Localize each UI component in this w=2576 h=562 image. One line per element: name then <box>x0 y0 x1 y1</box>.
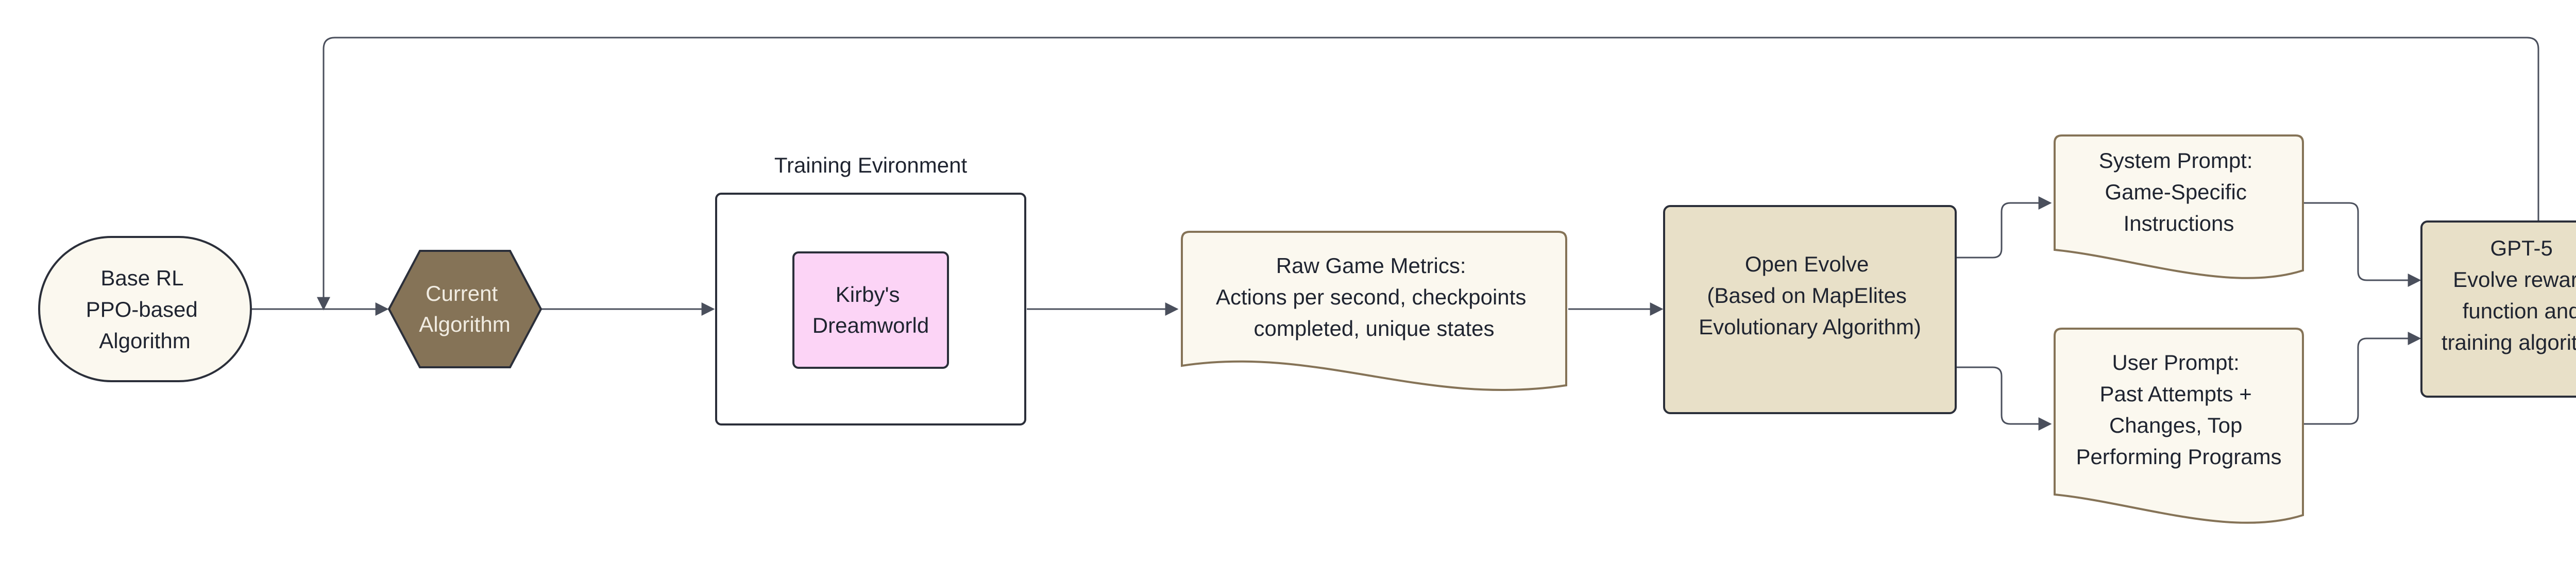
svg-text:User Prompt: Past Attemp: User Prompt: Past Attempts + Changes, To… <box>2076 350 2281 469</box>
svg-text:System Prompt: Game-Spec: System Prompt: Game-Specific Instruction… <box>2099 148 2259 235</box>
node-current-algorithm: Current Algorithm <box>387 250 543 368</box>
connectors <box>251 37 2539 431</box>
feedback-loop-arrow <box>317 37 2539 311</box>
kirby-dreamworld-box <box>792 251 949 369</box>
node-user-prompt: User Prompt: Past Attempts + Changes, To… <box>2054 328 2304 524</box>
node-gpt5: GPT-5 Evolve reward function and trainin… <box>2420 220 2576 398</box>
node-open-evolve: Open Evolve (Based on MapElites Evolutio… <box>1663 205 1957 414</box>
svg-text:GPT-5 Evolve rewa: GPT-5 Evolve reward function and trainin… <box>2442 236 2576 354</box>
node-base-rl: Base RL PPO-based Algorithm <box>38 236 252 382</box>
svg-text:Raw Game Metrics: Action: Raw Game Metrics: Actions per second, ch… <box>1216 253 1532 340</box>
base-rl-shape <box>38 236 252 382</box>
current-algorithm-hexagon <box>387 250 543 368</box>
arrow-openevolve-to-user-prompt <box>1956 366 2052 431</box>
svg-text:Base RL PPO-based: Base RL PPO-based Algorithm <box>86 266 204 353</box>
arrow-system-prompt-to-gpt5 <box>2303 202 2421 287</box>
node-system-prompt: System Prompt: Game-Specific Instruction… <box>2054 134 2304 279</box>
arrow-user-prompt-to-gpt5 <box>2303 332 2421 425</box>
training-environment-title: Training Evironment <box>774 153 968 177</box>
gpt5-box <box>2420 220 2576 398</box>
raw-metrics-document-shape <box>1181 231 1567 391</box>
arrow-openevolve-to-system-prompt <box>1956 196 2052 259</box>
svg-text:Current Algorithm: Current Algorithm <box>419 281 510 336</box>
svg-text:Open Evolve (Base: Open Evolve (Based on MapElites Evolutio… <box>1699 252 1921 339</box>
user-prompt-document-shape <box>2054 328 2304 524</box>
node-raw-game-metrics: Raw Game Metrics: Actions per second, ch… <box>1181 231 1567 391</box>
open-evolve-box <box>1663 205 1957 414</box>
svg-text:Kirby's Dreamworld: Kirby's Dreamworld <box>812 282 929 337</box>
node-training-environment: Training Evironment Kirby's Dreamworld <box>715 153 1026 425</box>
system-prompt-document-shape <box>2054 134 2304 279</box>
